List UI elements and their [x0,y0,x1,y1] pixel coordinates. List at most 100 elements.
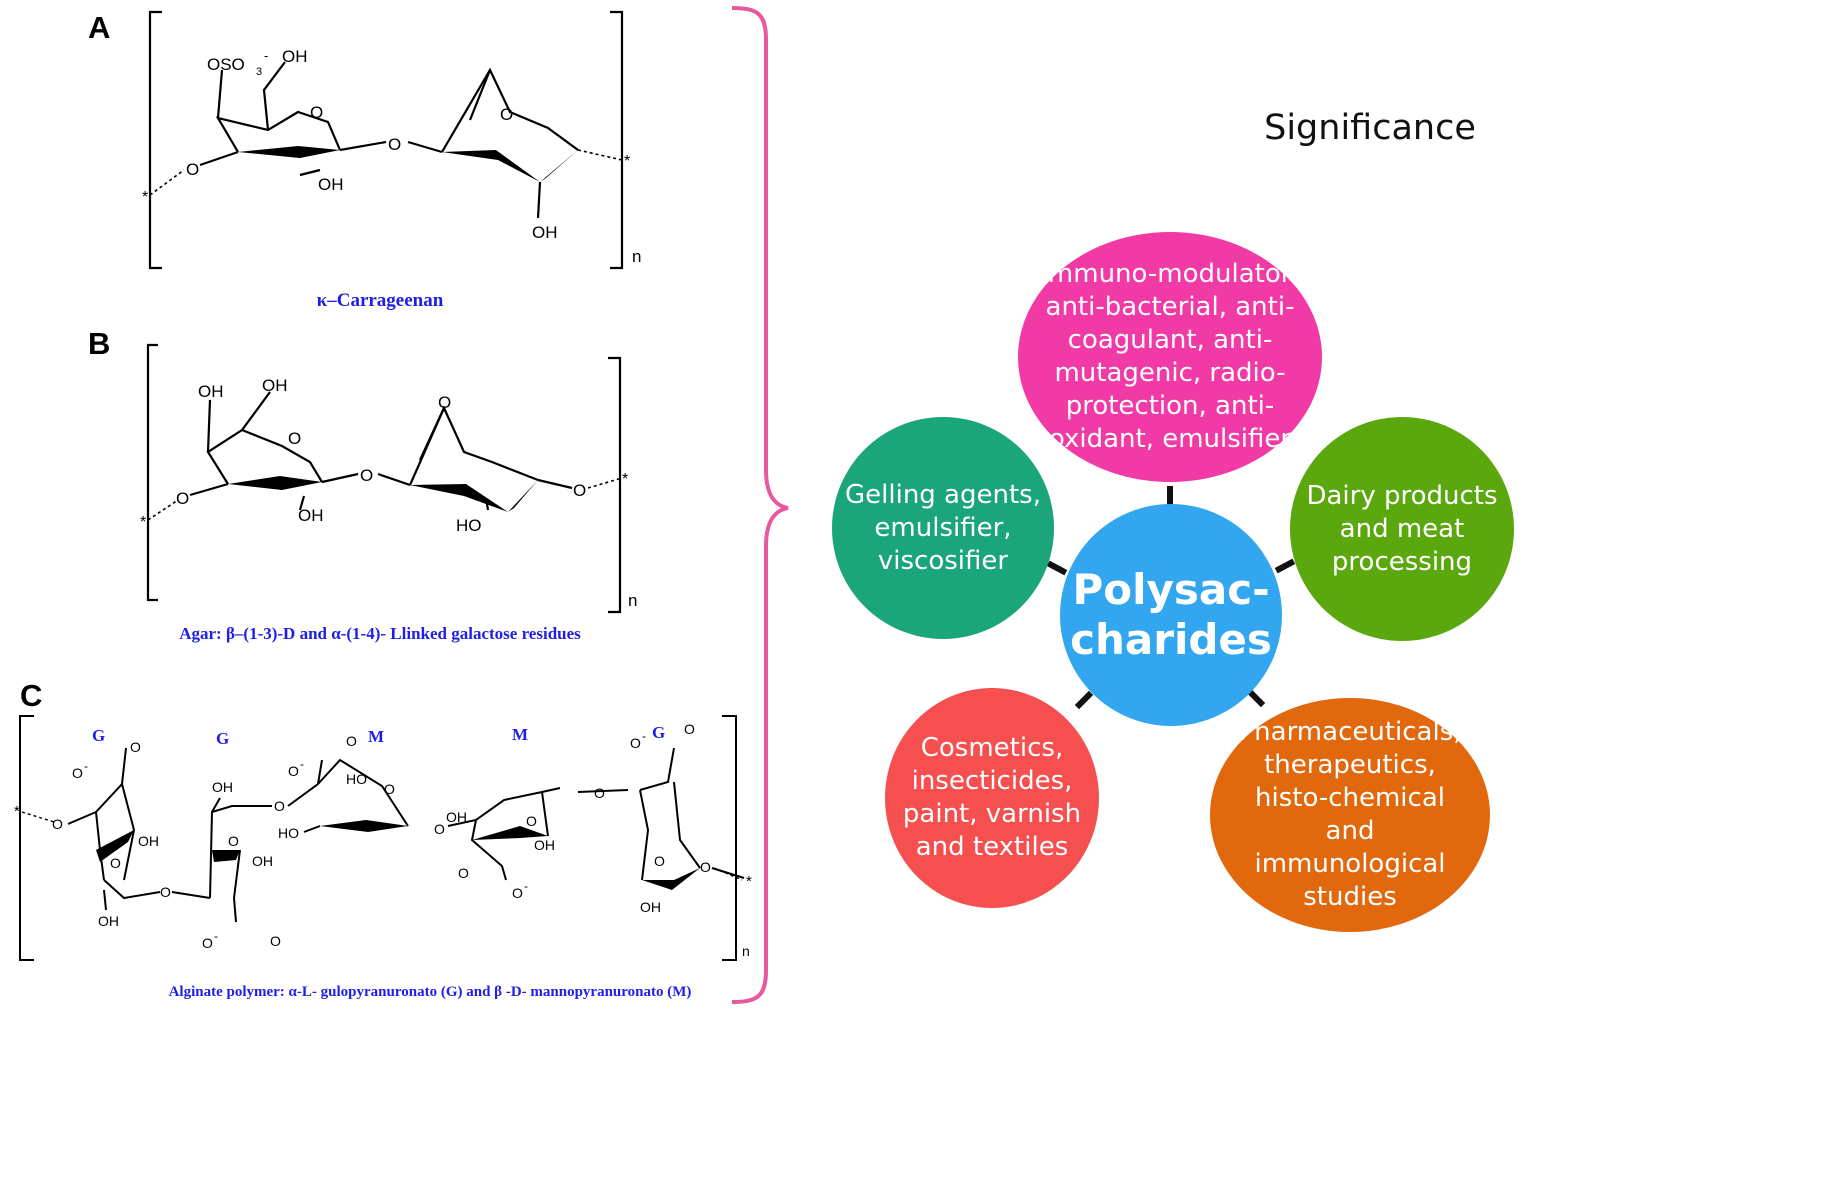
agar-caption: Agar: β–(1-3)-D and α-(1-4)- Llinked gal… [179,624,581,643]
circle-text-line: Dairy products [1306,480,1498,511]
ring-oxygen-label: O [310,103,323,122]
cosmetics-circle: Cosmetics, insecticides, paint, varnish … [885,688,1099,908]
carbonyl-oxygen-label: O [684,721,695,737]
glycosidic-oxygen-label: O [594,785,605,801]
circle-text-line: Immuno-modulator, [1040,259,1300,289]
ho-label: HO [346,771,367,787]
oh-label: OH [532,223,558,242]
repeat-n-label: n [742,943,750,959]
right-oxygen-label: O [700,859,711,875]
glycosidic-oxygen-label: O [274,798,285,814]
oh-label: OH [640,899,661,915]
ho-label: HO [278,825,299,841]
circle-text-line: insecticides, [911,766,1073,796]
circle-text-line: and meat [1339,513,1465,544]
subscript-3-label: 3 [256,66,262,78]
polysaccharides-center-circle: Polysac- charides [1060,504,1282,726]
ring-oxygen-label: O [288,429,301,448]
residue-g-label: G [216,729,229,748]
star-left-label: * [142,189,148,206]
minus-sign-label: - [300,757,304,771]
agar-structure: OH OH O O O O OH HO O * * n [140,343,637,614]
ho-label: HO [456,516,482,535]
minus-sign-label: - [642,729,646,743]
ring-oxygen-label: O [110,855,121,871]
circle-text-line: anti-bacterial, anti- [1045,292,1295,322]
kappa-carrageenan-structure: OSO 3 - OH O O O O OH OH * * n [142,10,641,270]
carbonyl-oxygen-label: O [270,933,281,949]
connector-line [1074,690,1094,710]
oh-label: OH [198,382,224,401]
glycosidic-oxygen-label: O [388,135,401,154]
gelling-agents-circle: Gelling agents, emulsifier, viscosifier [832,417,1054,639]
bridge-oxygen-label: O [438,393,451,412]
circle-text-line: Pharmaceuticals, [1238,717,1462,747]
right-oxygen-label: O [573,481,586,500]
glycosidic-oxygen-label: O [360,466,373,485]
center-text-line: charides [1070,615,1272,664]
circle-text-line: protection, anti- [1065,391,1275,421]
carboxylate-oxygen-label: O [202,935,213,951]
curly-brace [731,6,789,1004]
carboxylate-oxygen-label: O [512,885,523,901]
oh-label: OH [138,833,159,849]
circle-text-line: histo-chemical [1255,783,1445,813]
circle-text-line: emulsifier, [874,512,1012,543]
significance-title: Significance [1264,108,1476,148]
circle-text-line: paint, varnish [902,799,1082,829]
repeat-n-label: n [632,247,641,266]
circle-text-line: mutagenic, radio- [1054,358,1286,388]
left-oxygen-label: O [176,489,189,508]
circle-text-line: therapeutics, [1264,750,1436,780]
oh-label: OH [212,779,233,795]
panel-a-letter: A [88,10,111,45]
carboxylate-oxygen-label: O [630,735,641,751]
oh-label: OH [98,913,119,929]
oh-label: OH [282,47,308,66]
oso3-label: OSO [207,55,245,74]
ring-oxygen-label: O [526,813,537,829]
immunomodulator-circle: Immuno-modulator, anti-bacterial, anti- … [1018,232,1322,482]
star-left-label: * [14,803,20,820]
minus-sign-label: - [214,929,218,943]
oh-label: OH [446,809,467,825]
alginate-structure: G G M M G O O O OH O OH O OH O OH O O O … [14,715,752,961]
oh-label: OH [318,175,344,194]
pharmaceuticals-circle: Pharmaceuticals, therapeutics, histo-che… [1210,698,1490,932]
ring-oxygen-label: O [384,781,395,797]
star-right-label: * [746,873,752,890]
ring-oxygen-label: O [228,833,239,849]
dairy-products-circle: Dairy products and meat processing [1290,417,1514,641]
oh-label: OH [298,506,324,525]
glycosidic-oxygen-label: O [434,821,445,837]
left-oxygen-label: O [52,816,63,832]
circle-text-line: studies [1303,882,1397,912]
ring-oxygen-label: O [654,853,665,869]
circle-text-line: and textiles [915,832,1069,862]
carbonyl-oxygen-label: O [458,865,469,881]
oh-label: OH [534,837,555,853]
circle-text-line: coagulant, anti- [1067,325,1273,355]
connector-line [1167,486,1173,506]
residue-m-label: M [368,727,384,746]
bridge-oxygen-label: O [500,105,513,124]
connector-line [1046,560,1068,576]
circle-text-line: Gelling agents, [845,479,1041,510]
minus-sign-label: - [524,879,528,893]
circle-text-line: viscosifier [877,545,1009,576]
residue-m-label: M [512,725,528,744]
circle-text-line: oxidant, emulsifier [1048,424,1292,454]
superscript-minus-label: - [264,48,268,63]
circle-text-line: processing [1331,546,1473,577]
center-text-line: Polysac- [1072,565,1270,614]
panel-b-letter: B [88,326,111,361]
panel-c-letter: C [20,678,43,713]
star-right-label: * [622,471,628,488]
oh-label: OH [262,376,288,395]
circle-text-line: immunological [1254,849,1446,879]
star-left-label: * [140,514,146,531]
circle-text-line: and [1325,816,1375,846]
left-oxygen-label: O [186,160,199,179]
carboxylate-oxygen-label: O [288,763,299,779]
minus-sign-label: - [84,759,88,773]
